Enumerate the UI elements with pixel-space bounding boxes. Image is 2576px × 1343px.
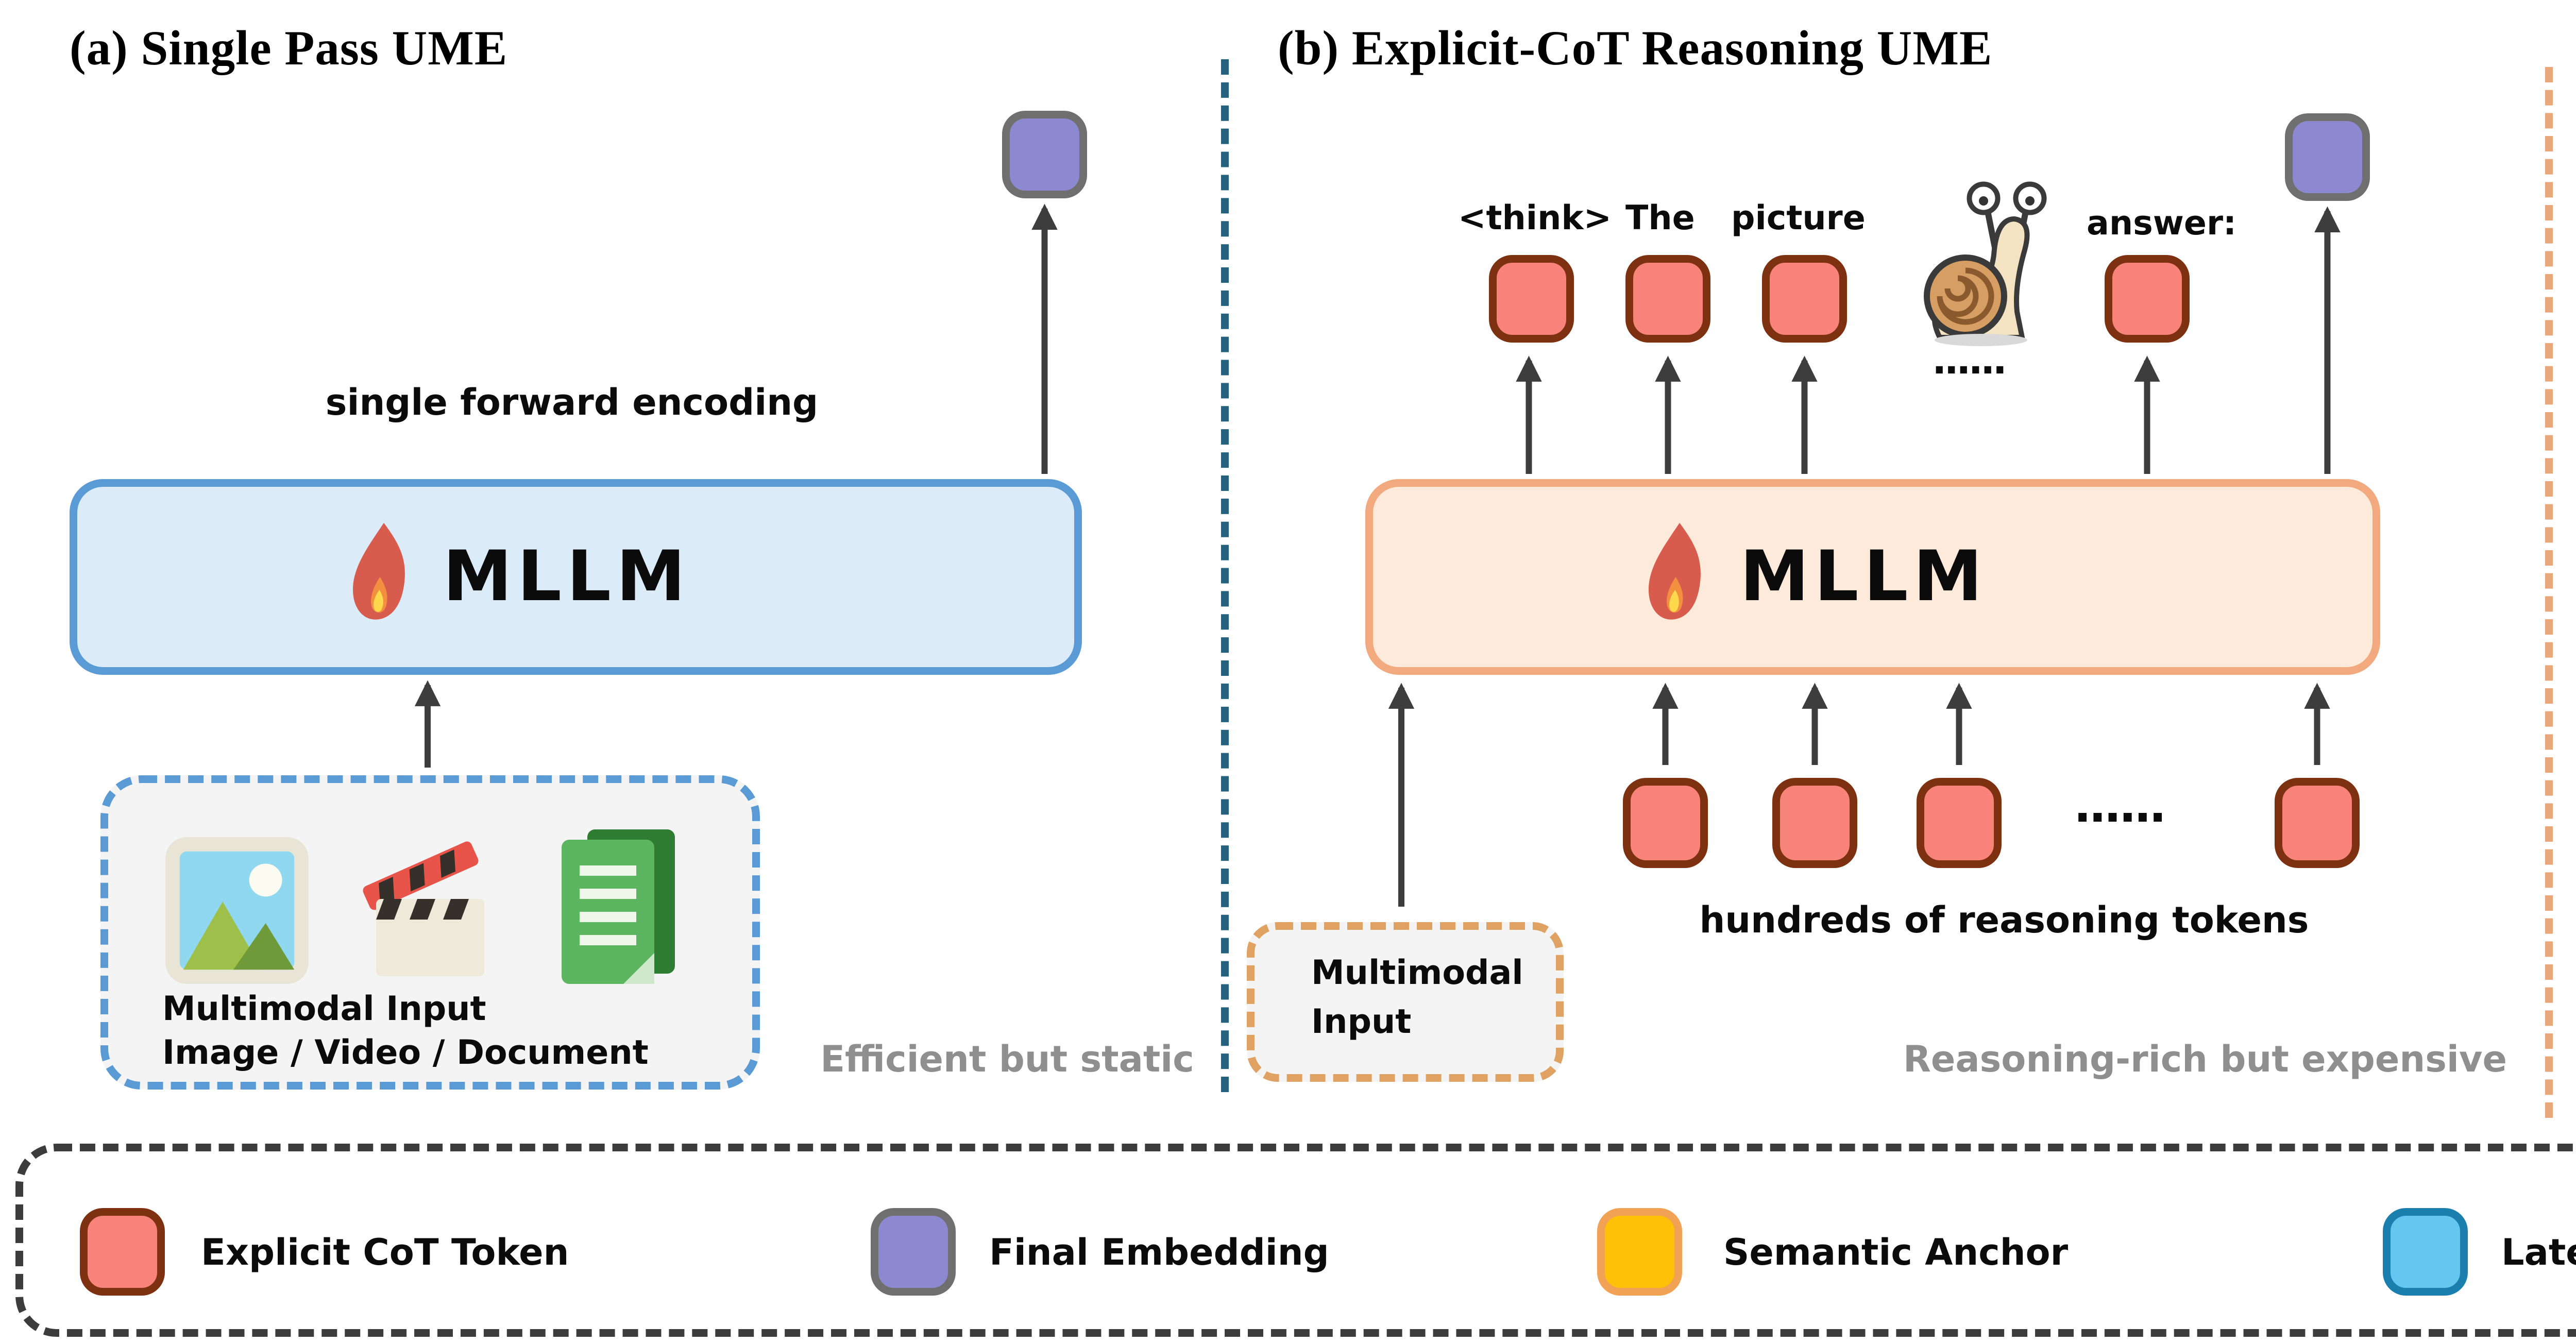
caption-b: Reasoning-rich but expensive: [1903, 1041, 2507, 1082]
multimodal-input-box-b: Multimodal Input: [1247, 922, 1564, 1082]
mllm-label-a: MLLM: [443, 537, 691, 617]
explicit-cot-token: [1623, 778, 1708, 868]
cot-word-picture: picture: [1731, 201, 1866, 240]
explicit-cot-token: [2105, 255, 2190, 343]
panel-b-title: (b) Explicit-CoT Reasoning UME: [1278, 23, 1993, 77]
explicit-cot-token: [2275, 778, 2360, 868]
input-title-a: Multimodal Input: [162, 992, 486, 1030]
final-embedding-token-b: [2285, 113, 2370, 201]
cot-word-answer: answer:: [2087, 206, 2237, 245]
panel-divider-bc: [2545, 67, 2553, 1118]
explicit-cot-token: [1772, 778, 1857, 868]
explicit-cot-token: [1625, 255, 1710, 343]
snail-icon: [1909, 178, 2058, 358]
cot-word-the: The: [1625, 201, 1695, 240]
cot-word-think: <think>: [1458, 201, 1612, 240]
caption-a: Efficient but static: [820, 1041, 1194, 1082]
explicit-cot-token: [1917, 778, 2002, 868]
legend-token-semantic-anchor: [1597, 1208, 1682, 1296]
legend-frame: [15, 1144, 2576, 1337]
mllm-box-a: MLLM: [70, 479, 1082, 675]
input-subtitle-a: Image / Video / Document: [162, 1035, 649, 1074]
panel-divider-ab: [1221, 59, 1229, 1092]
input-line1-b: Multimodal: [1311, 956, 1523, 995]
mllm-box-b: MLLM: [1365, 479, 2380, 675]
reasoning-tokens-caption: hundreds of reasoning tokens: [1699, 902, 2309, 943]
multimodal-input-box-a: Multimodal Input Image / Video / Documen…: [100, 775, 760, 1090]
clapperboard-icon: [361, 817, 489, 992]
legend-token-latent-hidden: [2383, 1208, 2468, 1296]
ellipsis-mid: ......: [2074, 780, 2166, 835]
explicit-cot-token: [1489, 255, 1574, 343]
encoding-label: single forward encoding: [325, 384, 819, 425]
panel-a-title: (a) Single Pass UME: [70, 23, 508, 77]
legend-label-explicit-cot: Explicit CoT Token: [201, 1234, 569, 1275]
document-icon: [551, 824, 688, 999]
flame-icon: [348, 520, 410, 634]
final-embedding-token-a: [1002, 111, 1087, 198]
picture-icon: [165, 837, 309, 994]
legend-label-final-embedding: Final Embedding: [989, 1234, 1329, 1275]
explicit-cot-token: [1762, 255, 1847, 343]
legend-token-explicit-cot: [80, 1208, 165, 1296]
ellipsis-top: ......: [1932, 337, 2007, 384]
legend-label-latent-hidden: Latent Hidden State: [2501, 1234, 2576, 1275]
mllm-label-b: MLLM: [1740, 537, 1988, 617]
legend-token-final-embedding: [871, 1208, 956, 1296]
flame-icon: [1645, 520, 1706, 634]
input-line2-b: Input: [1311, 1005, 1412, 1043]
legend-label-semantic-anchor: Semantic Anchor: [1723, 1234, 2069, 1275]
